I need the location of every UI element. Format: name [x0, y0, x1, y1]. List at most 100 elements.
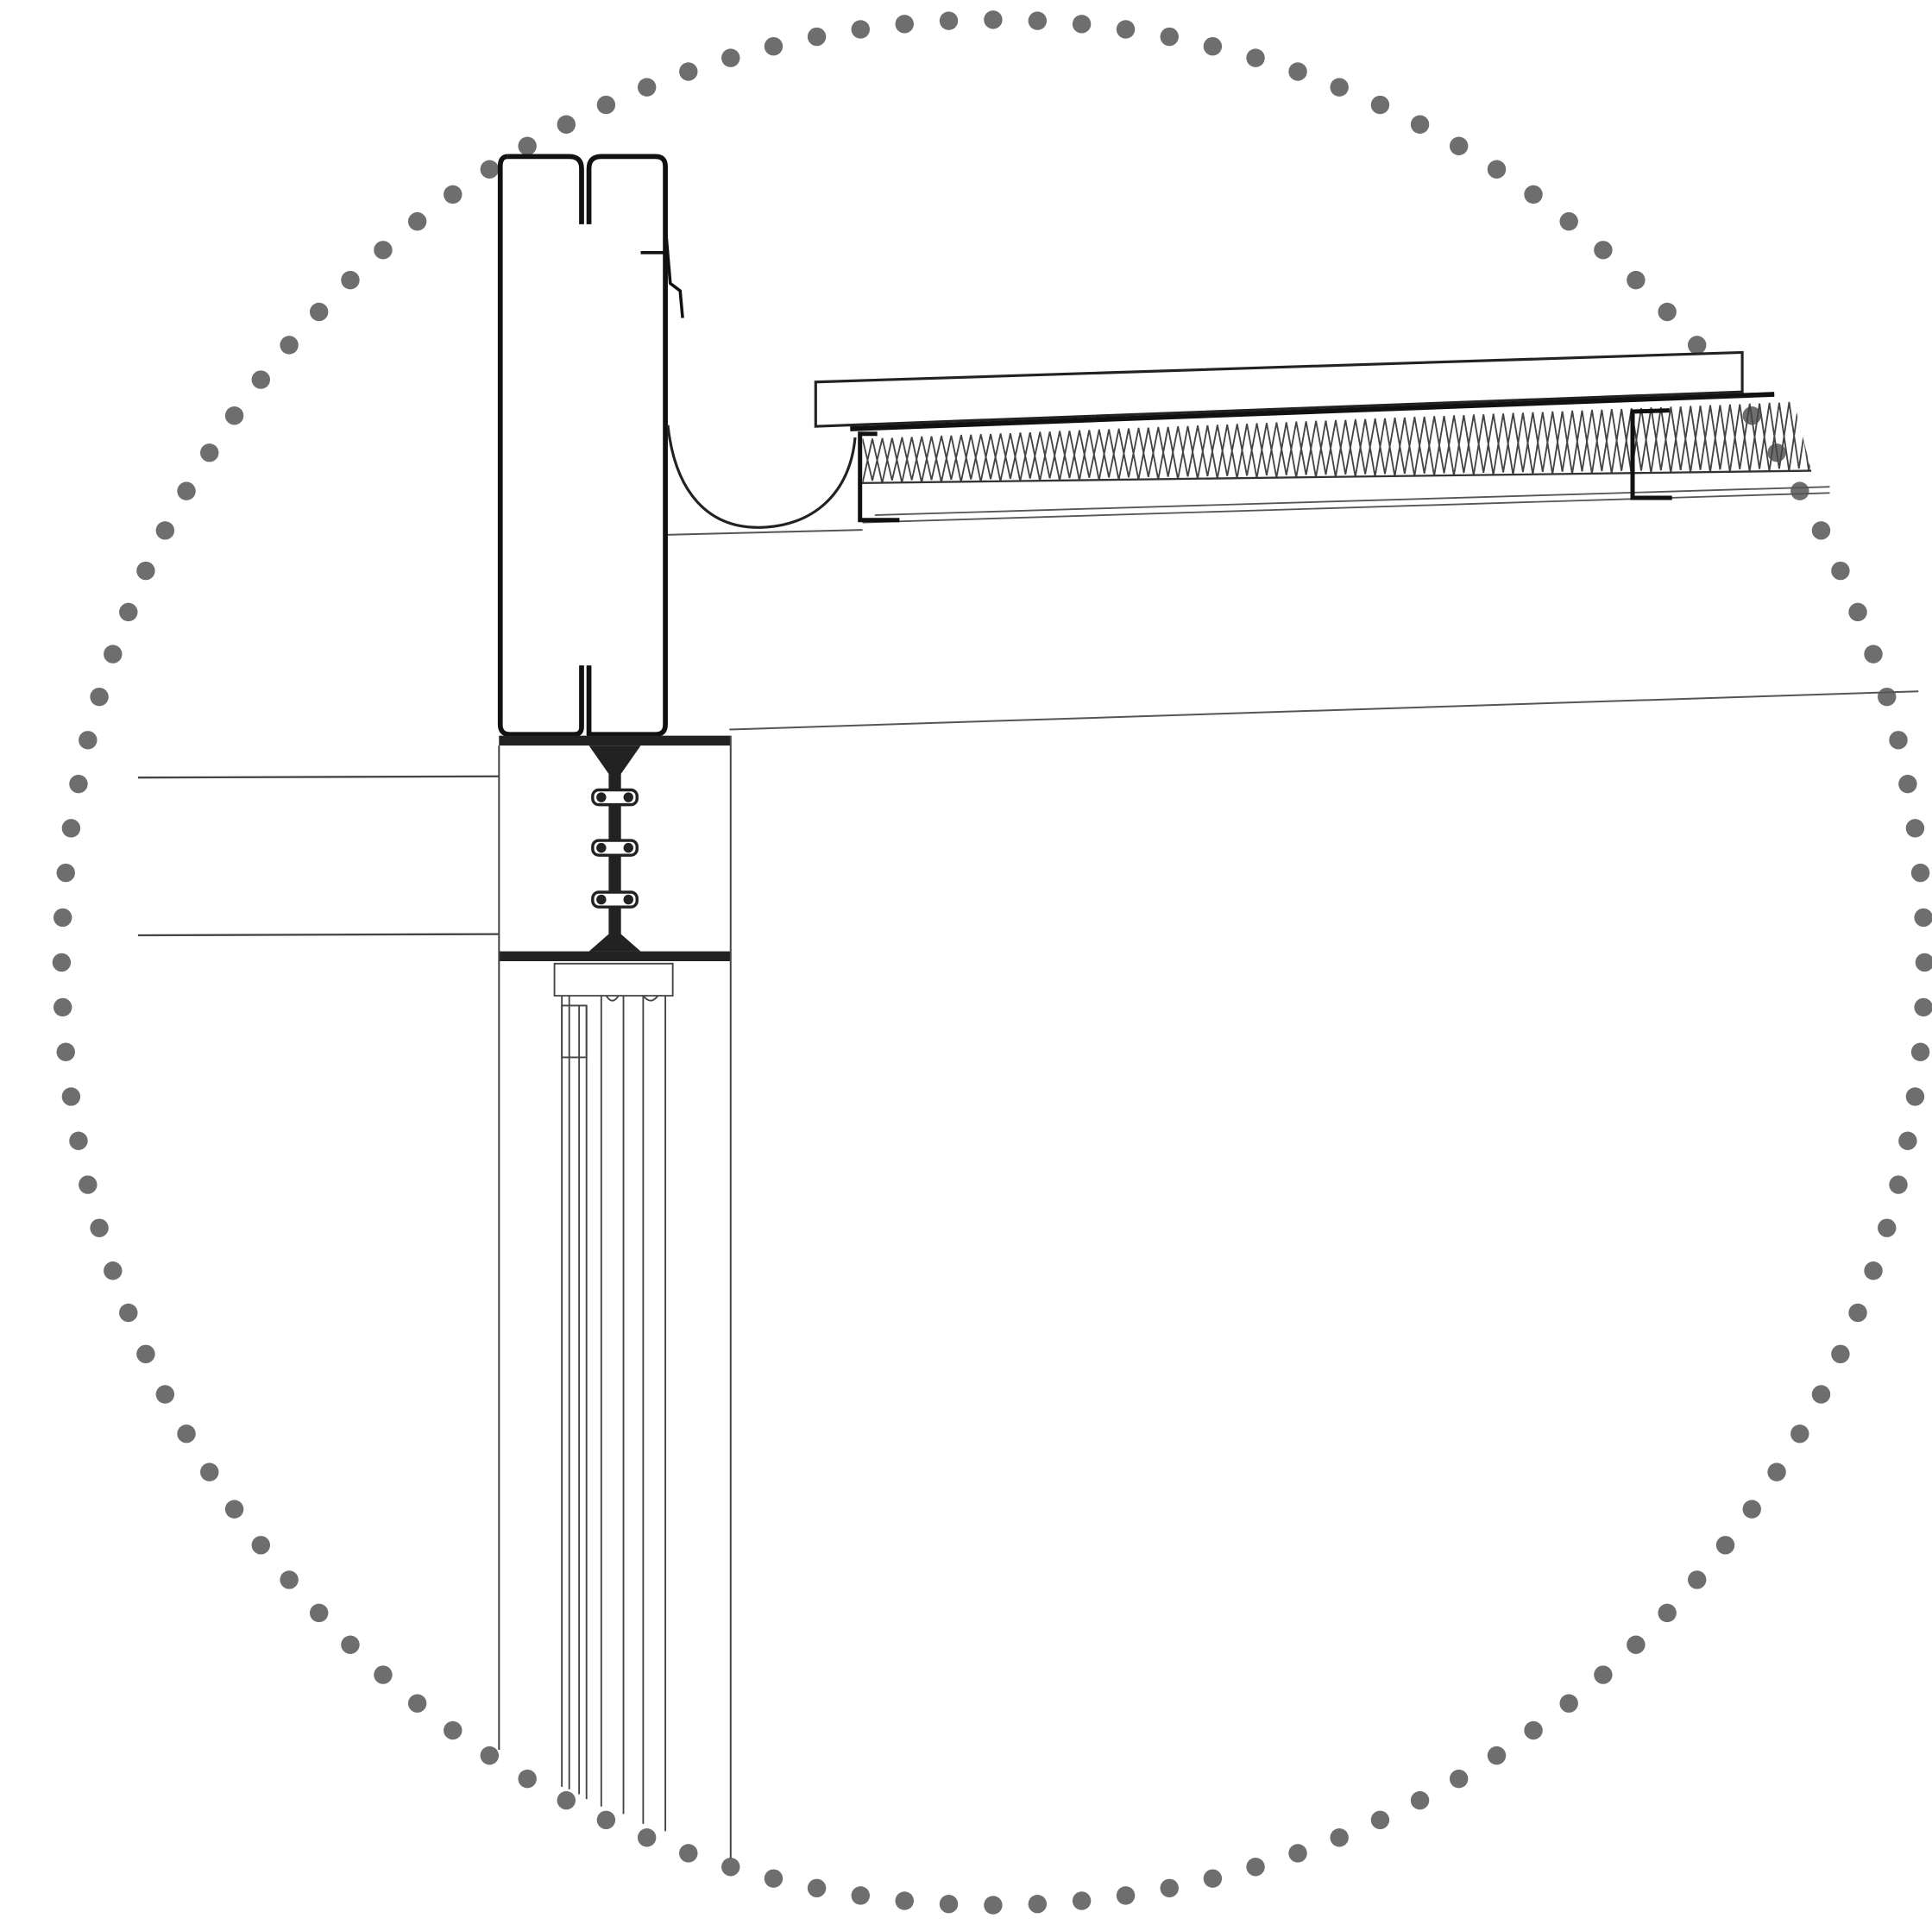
circle-dot: [224, 406, 244, 425]
circle-dot: [1889, 731, 1908, 750]
circle-dot: [721, 48, 740, 67]
circle-dot: [177, 1425, 196, 1444]
circle-dot: [136, 561, 155, 581]
circle-dot: [69, 774, 88, 794]
circle-dot: [1898, 774, 1917, 794]
bolts: [591, 788, 639, 909]
circle-dot: [1246, 48, 1265, 67]
circle-dot: [1790, 1425, 1809, 1444]
circle-dot: [155, 1385, 175, 1404]
circle-dot: [480, 160, 500, 179]
circle-dot: [1028, 11, 1048, 30]
circle-dot: [596, 95, 616, 115]
circle-dot: [1116, 20, 1136, 39]
circle-dot: [61, 819, 81, 838]
circle-dot: [895, 1891, 914, 1910]
circle-dot: [1767, 1462, 1786, 1481]
circle-dot: [1915, 953, 1932, 972]
circle-dot: [374, 1665, 393, 1684]
circle-dot: [679, 62, 698, 81]
circle-dot: [280, 1570, 299, 1589]
circle-dot: [1914, 908, 1932, 928]
circle-dot: [480, 1745, 500, 1765]
circle-dot: [1410, 1790, 1430, 1810]
circle-dot: [119, 602, 138, 622]
circle-dot: [1831, 1344, 1850, 1364]
circle-dot: [764, 1869, 783, 1888]
circle-dot: [341, 1635, 360, 1654]
circle-dot: [444, 185, 463, 204]
roof-insulation-batt: [859, 400, 1812, 484]
circle-dot: [1848, 1303, 1867, 1323]
circle-dot: [56, 863, 75, 883]
circle-dot: [200, 443, 219, 462]
circle-dot: [1594, 241, 1613, 260]
circle-dot: [1811, 1385, 1831, 1404]
circle-dot: [280, 336, 299, 355]
circle-dot: [251, 370, 271, 389]
circle-dot: [104, 645, 123, 664]
circle-dot: [53, 908, 72, 928]
circle-dot: [1449, 136, 1469, 155]
circle-dot: [1487, 160, 1507, 179]
roof-membrane-curve: [666, 425, 857, 529]
circle-dot: [1203, 1869, 1223, 1888]
circle-dot: [1905, 1087, 1925, 1106]
circle-dot: [557, 1790, 576, 1810]
parapet-upstand-profile: [497, 154, 668, 738]
circle-dot: [764, 36, 783, 56]
circle-dot: [1449, 1769, 1469, 1789]
roof-deck-lines: [862, 486, 1830, 524]
purlin-z-section: [858, 408, 1672, 523]
circle-dot: [1203, 36, 1223, 56]
circle-dot: [1878, 1218, 1897, 1237]
circle-dot: [1288, 1844, 1307, 1863]
circle-dot: [1627, 270, 1646, 290]
circle-dot: [1811, 521, 1831, 540]
circle-dot: [1288, 62, 1307, 81]
circle-dot: [56, 1042, 75, 1061]
circle-dot: [1330, 78, 1349, 97]
circle-dot: [90, 1218, 109, 1237]
circle-dot: [1330, 1828, 1349, 1847]
circle-dot: [1370, 1810, 1390, 1830]
circle-dot: [851, 20, 870, 39]
circle-dot: [1160, 27, 1179, 47]
circle-dot: [1524, 185, 1543, 204]
circle-dot: [251, 1536, 271, 1555]
circle-dot: [1889, 1175, 1908, 1194]
circle-dot: [1898, 1131, 1917, 1150]
circle-dot: [1687, 1570, 1707, 1589]
circle-dot: [341, 270, 360, 290]
circle-dot: [1790, 481, 1809, 500]
circle-dot: [518, 1769, 537, 1789]
circle-dot: [1910, 863, 1930, 883]
circle-dot: [807, 1878, 827, 1898]
circle-dot: [851, 1886, 870, 1905]
circle-dot: [52, 953, 72, 972]
circle-dot: [1559, 1694, 1578, 1713]
circle-dot: [939, 1895, 959, 1914]
bolt: [591, 839, 639, 857]
circle-dot: [104, 1261, 123, 1280]
circle-dot: [309, 302, 329, 322]
circle-dot: [136, 1344, 155, 1364]
circle-dot: [1831, 561, 1850, 581]
wall-cladding-layers: [553, 962, 674, 1832]
left-wall-lines: [137, 775, 500, 937]
circle-dot: [1246, 1858, 1265, 1877]
circle-dot: [1072, 1891, 1092, 1910]
circle-dot: [1410, 115, 1430, 134]
circle-dot: [1910, 1042, 1930, 1061]
circle-dot: [53, 997, 72, 1017]
circle-dot: [1487, 1745, 1507, 1765]
circle-dot: [1072, 15, 1092, 34]
circle-dot: [1028, 1895, 1048, 1914]
circle-dot: [444, 1720, 463, 1740]
circle-dot: [79, 731, 98, 750]
circle-dot: [309, 1603, 329, 1623]
circle-dot: [1116, 1886, 1136, 1905]
circle-dot: [596, 1810, 616, 1830]
circle-dot: [1559, 211, 1578, 231]
